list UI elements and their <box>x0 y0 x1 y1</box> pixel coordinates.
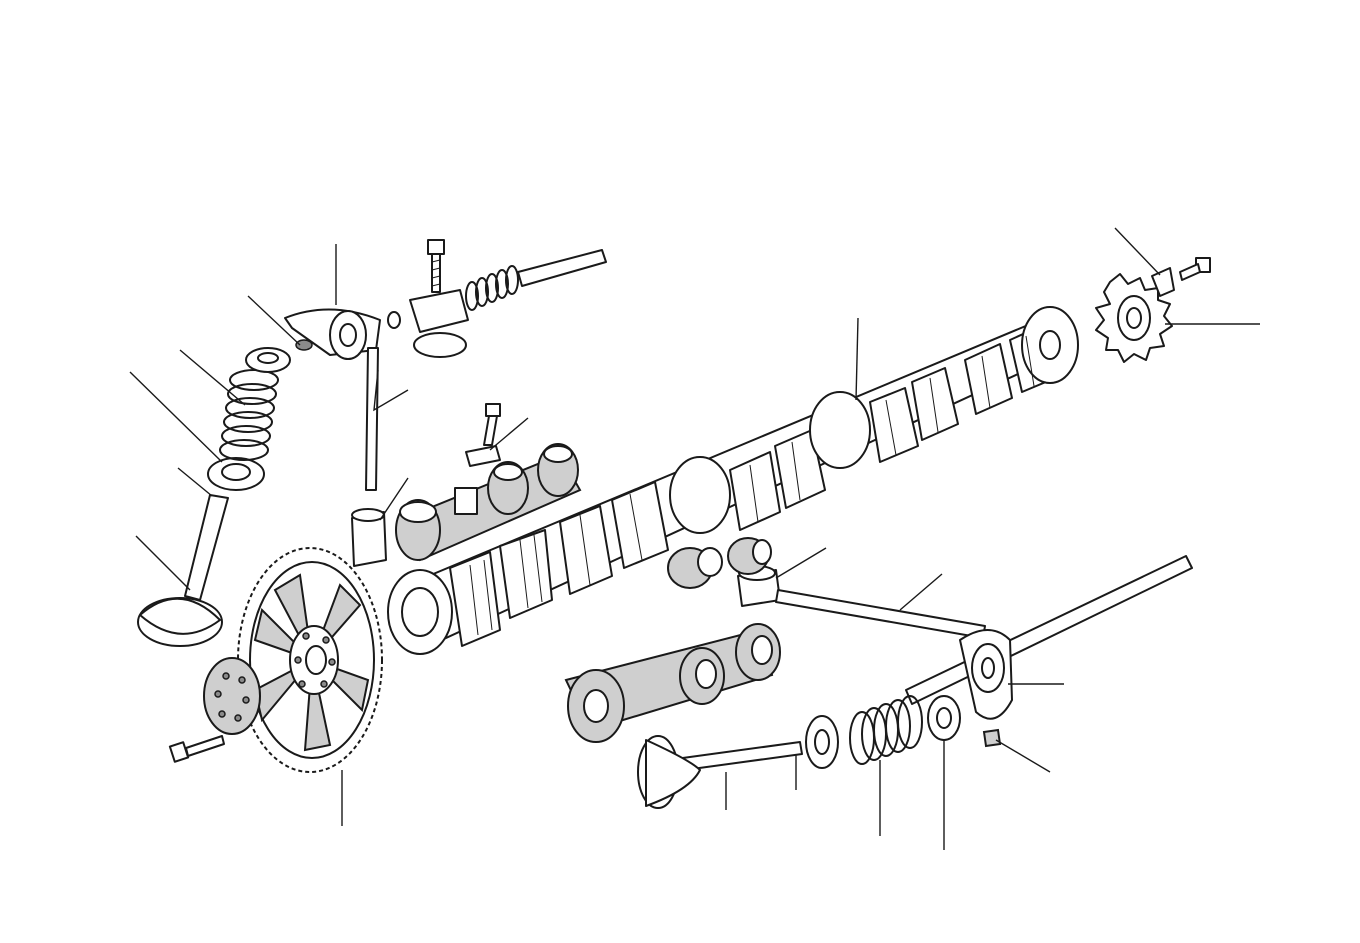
sprocket <box>1095 273 1173 363</box>
spring-cap-right <box>927 695 961 741</box>
valve-right <box>637 735 803 809</box>
pushrod-left <box>365 347 379 491</box>
camshaft-bearing-bracket-left <box>395 443 582 562</box>
flange-bolt <box>168 735 225 763</box>
bracket-bolt <box>483 403 501 446</box>
adjuster-screw <box>427 239 445 293</box>
cotter-left <box>295 339 313 351</box>
locking-tab <box>465 445 501 467</box>
valve-spring-right <box>849 695 923 765</box>
camshaft-lobes <box>387 306 1079 655</box>
spring-seat-left <box>207 457 265 491</box>
spring-cap-left <box>245 347 291 373</box>
rocker-shaft-left <box>387 249 607 358</box>
pushrod-right <box>775 589 986 639</box>
camshaft <box>387 306 1079 655</box>
tappet-left <box>351 508 387 567</box>
spring-seat-right <box>805 715 839 769</box>
camshaft-bearing-bracket-right <box>564 623 781 743</box>
gear-flange <box>203 657 261 735</box>
leader-lines <box>129 227 1260 850</box>
valve-spring-left <box>219 369 279 461</box>
rocker-arm-right <box>959 629 1013 720</box>
camshaft-gear <box>237 547 383 773</box>
sprocket-bolt <box>1179 257 1211 281</box>
sprocket-tab <box>1151 267 1175 297</box>
cotter-right <box>982 728 1002 748</box>
rocker-shaft-spring-left <box>465 265 519 311</box>
tappet-bracket-right <box>667 537 772 589</box>
rocker-arm-left <box>284 308 381 360</box>
camshaft-shading <box>469 335 1035 636</box>
valve-left <box>137 494 229 647</box>
